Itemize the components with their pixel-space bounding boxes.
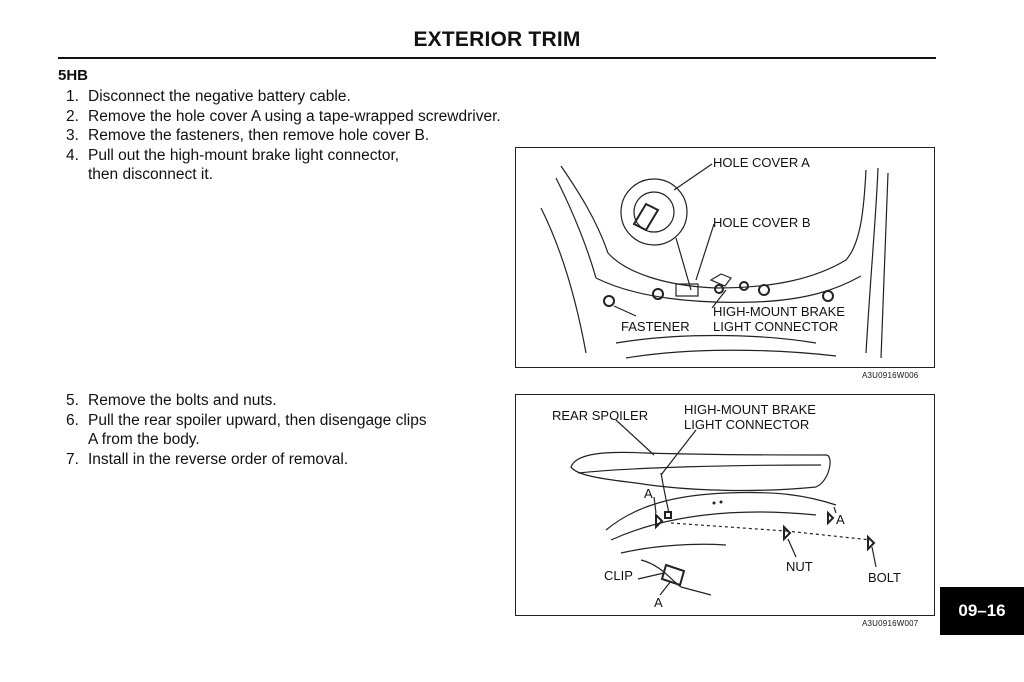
step-item: 4.Pull out the high-mount brake light co…: [66, 146, 400, 164]
label-rear-spoiler: REAR SPOILER: [552, 408, 649, 423]
step-item-continued: A from the body.: [88, 431, 200, 448]
page-title: EXTERIOR TRIM: [413, 28, 581, 51]
label-connector-line1: HIGH-MOUNT BRAKE: [684, 402, 816, 417]
figure-code-2: A3U0916W007: [862, 619, 919, 628]
steps-list-1: 1.Disconnect the negative battery cable.…: [66, 87, 501, 185]
label-connector-line2: LIGHT CONNECTOR: [713, 319, 839, 334]
figure-rear-spoiler: REAR SPOILER HIGH-MOUNT BRAKE LIGHT CONN…: [515, 394, 935, 616]
title-rule: [58, 57, 936, 59]
step-item: 1.Disconnect the negative battery cable.: [66, 88, 351, 105]
step-item: 5.Remove the bolts and nuts.: [66, 392, 277, 409]
figure-code-1: A3U0916W006: [862, 371, 919, 380]
steps-list-2: 5.Remove the bolts and nuts. 6.Pull the …: [66, 391, 427, 469]
label-bolt: BOLT: [868, 570, 901, 585]
label-clip: CLIP: [604, 568, 633, 583]
step-item: 3.Remove the fasteners, then remove hole…: [66, 127, 430, 144]
figure-hole-covers: HOLE COVER A HOLE COVER B HIGH-MOUNT BRA…: [515, 147, 935, 368]
step-item: 7.Install in the reverse order of remova…: [66, 450, 349, 468]
label-hole-cover-a: HOLE COVER A: [713, 155, 810, 170]
label-clip-a-left: A: [644, 486, 653, 501]
page-number-badge: 09–16: [940, 587, 1024, 635]
label-connector-line1: HIGH-MOUNT BRAKE: [713, 304, 845, 319]
label-clip-a-detail: A: [654, 595, 663, 610]
label-nut: NUT: [786, 559, 813, 574]
section-heading: 5HB: [58, 67, 89, 84]
hole-covers-illustration: [540, 163, 889, 359]
label-fastener: FASTENER: [621, 319, 690, 334]
label-connector-line2: LIGHT CONNECTOR: [684, 417, 810, 432]
rear-spoiler-illustration: [570, 419, 877, 596]
step-item-continued: then disconnect it.: [88, 166, 213, 183]
label-clip-a-right: A: [836, 512, 845, 527]
step-item: 6.Pull the rear spoiler upward, then dis…: [66, 411, 427, 429]
step-item: 2.Remove the hole cover A using a tape-w…: [66, 107, 501, 125]
label-hole-cover-b: HOLE COVER B: [713, 215, 811, 230]
